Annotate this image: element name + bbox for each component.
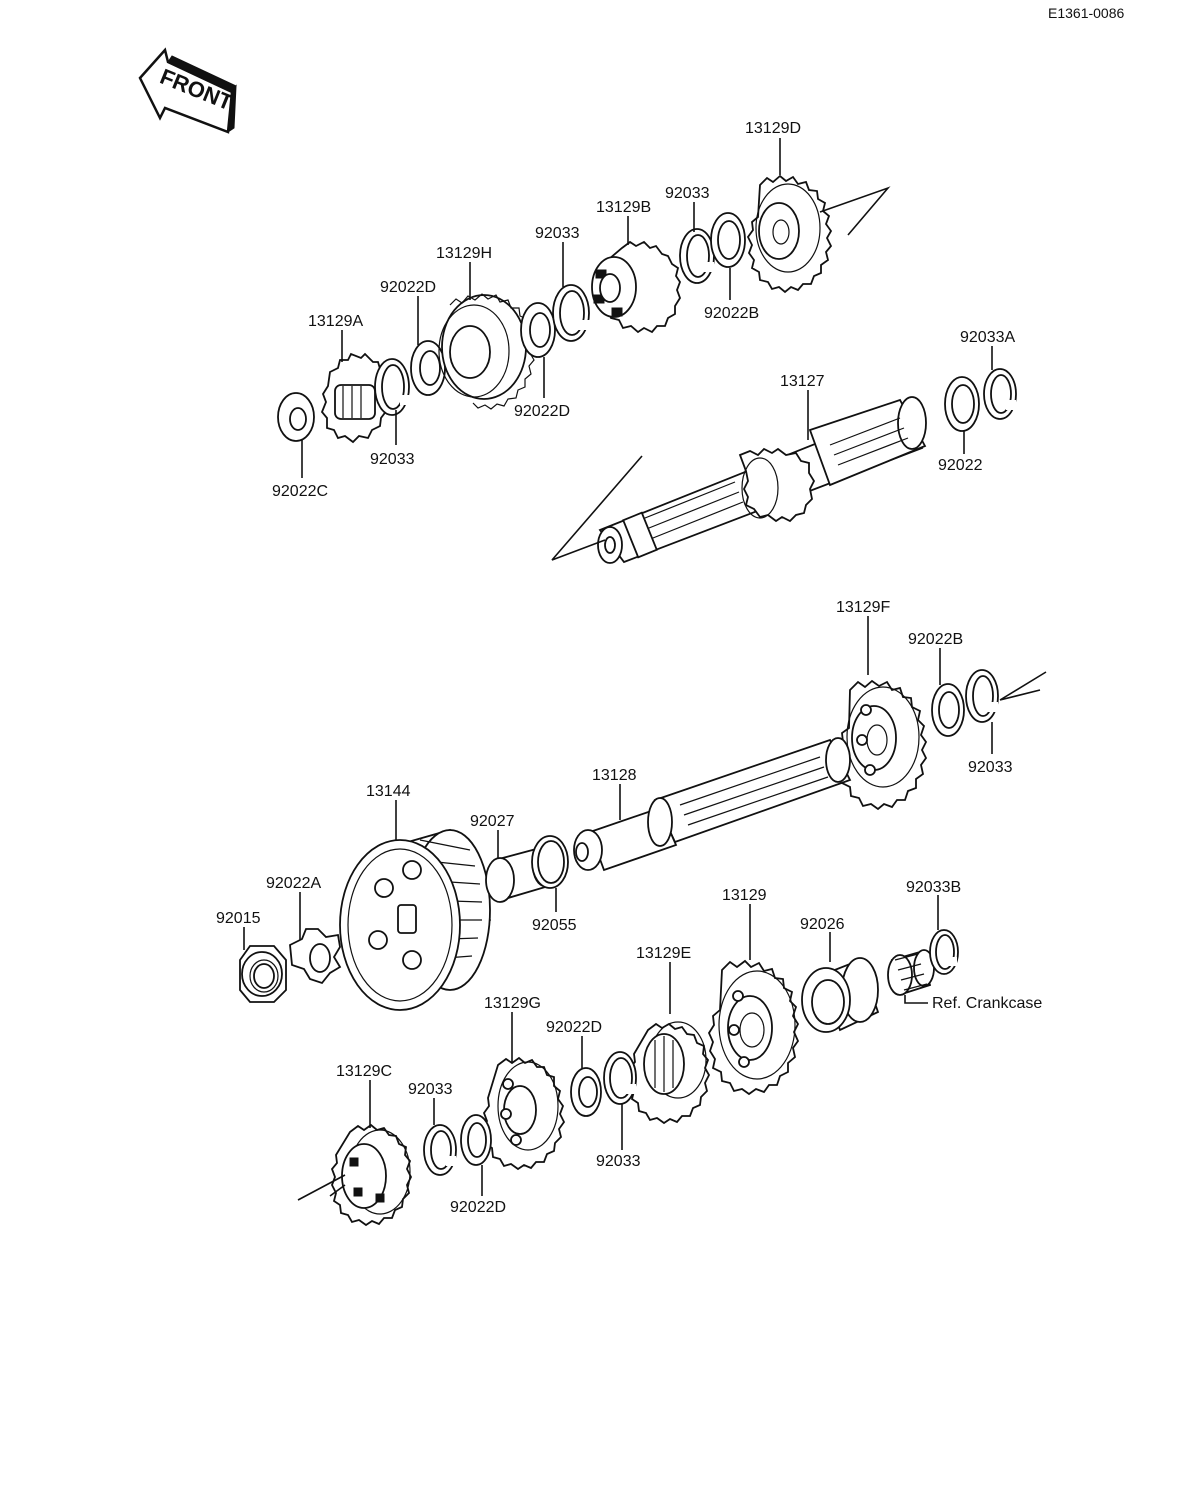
label-13129: 13129 xyxy=(722,887,767,904)
label-13129e: 13129E xyxy=(636,945,691,962)
label-92033b: 92033B xyxy=(906,879,961,896)
label-92022b-a: 92022B xyxy=(704,305,759,322)
assembly-line-upper-right xyxy=(819,186,891,236)
needle-bearing-crankcase xyxy=(887,949,935,996)
label-92022: 92022 xyxy=(938,457,983,474)
washer-92022b-a xyxy=(710,212,746,268)
circlip-92033-f xyxy=(423,1124,457,1176)
washer-92022d-c xyxy=(570,1067,602,1117)
label-92022d-d: 92022D xyxy=(450,1199,506,1216)
label-13144: 13144 xyxy=(366,783,411,800)
circlip-92033b xyxy=(929,929,959,975)
label-13129h: 13129H xyxy=(436,245,492,262)
washer-92022d-a xyxy=(410,340,446,396)
label-92022c: 92022C xyxy=(272,483,328,500)
label-92022b-b: 92022B xyxy=(908,631,963,648)
gear-13129 xyxy=(707,959,800,1096)
label-13127: 13127 xyxy=(780,373,825,390)
label-13129b: 13129B xyxy=(596,199,651,216)
leader-lines xyxy=(243,138,993,1196)
circlip-92033-e xyxy=(603,1051,637,1105)
label-92033-d: 92033 xyxy=(968,759,1013,776)
label-92033-b: 92033 xyxy=(535,225,580,242)
lock-washer-92022a xyxy=(289,928,342,985)
shaft-13127 xyxy=(597,396,927,564)
label-92033-a: 92033 xyxy=(665,185,710,202)
gear-13129c xyxy=(330,1123,413,1227)
clutch-housing-13144 xyxy=(339,828,492,1011)
assembly-line-lower-left xyxy=(297,1174,346,1201)
label-92022a: 92022A xyxy=(266,875,321,892)
label-92033a: 92033A xyxy=(960,329,1015,346)
circlip-92033a xyxy=(983,368,1017,420)
label-92033-c: 92033 xyxy=(370,451,415,468)
part-labels: 13129D 92033 13129B 92033 13129H 92022D … xyxy=(216,120,1042,1216)
label-92033-f: 92033 xyxy=(596,1153,641,1170)
o-ring-92055 xyxy=(531,835,569,889)
washer-92022b-b xyxy=(931,683,965,737)
washer-92022 xyxy=(944,376,980,432)
label-13129c: 13129C xyxy=(336,1063,392,1080)
label-ref-crankcase: Ref. Crankcase xyxy=(932,995,1042,1012)
nut-92015 xyxy=(239,945,287,1003)
shaft-13128 xyxy=(573,737,852,872)
circlip-92033-a xyxy=(374,358,410,416)
gear-13129h xyxy=(438,293,535,410)
gear-13129a xyxy=(320,352,391,444)
circlip-92033-b xyxy=(552,284,590,342)
front-arrow-icon: FRONT xyxy=(138,47,237,134)
assembly-line-upper-left xyxy=(551,455,643,561)
label-92055: 92055 xyxy=(532,917,577,934)
washer-92022c xyxy=(277,392,315,442)
label-92026: 92026 xyxy=(800,916,845,933)
assembly-line-lower-right xyxy=(999,671,1047,701)
label-13128: 13128 xyxy=(592,767,637,784)
label-92015: 92015 xyxy=(216,910,261,927)
gear-13129d xyxy=(746,174,833,294)
gear-13129f xyxy=(836,679,928,811)
gear-13129e xyxy=(628,1021,711,1125)
label-13129a: 13129A xyxy=(308,313,363,330)
label-13129f: 13129F xyxy=(836,599,890,616)
label-92033-e: 92033 xyxy=(408,1081,453,1098)
label-92022d-b: 92022D xyxy=(514,403,570,420)
washer-92022d-b xyxy=(520,302,556,358)
label-92022d-a: 92022D xyxy=(380,279,436,296)
label-92022d-c: 92022D xyxy=(546,1019,602,1036)
washer-92022d-d xyxy=(460,1114,492,1166)
diagram-code: E1361-0086 xyxy=(1048,5,1125,21)
gear-13129g xyxy=(482,1056,566,1171)
gear-13129b xyxy=(591,240,682,334)
label-92027: 92027 xyxy=(470,813,515,830)
label-13129g: 13129G xyxy=(484,995,541,1012)
circlip-92033-c xyxy=(679,228,715,284)
bearing-92026 xyxy=(801,957,880,1033)
label-13129d: 13129D xyxy=(745,120,801,137)
circlip-92033-d xyxy=(965,669,999,723)
